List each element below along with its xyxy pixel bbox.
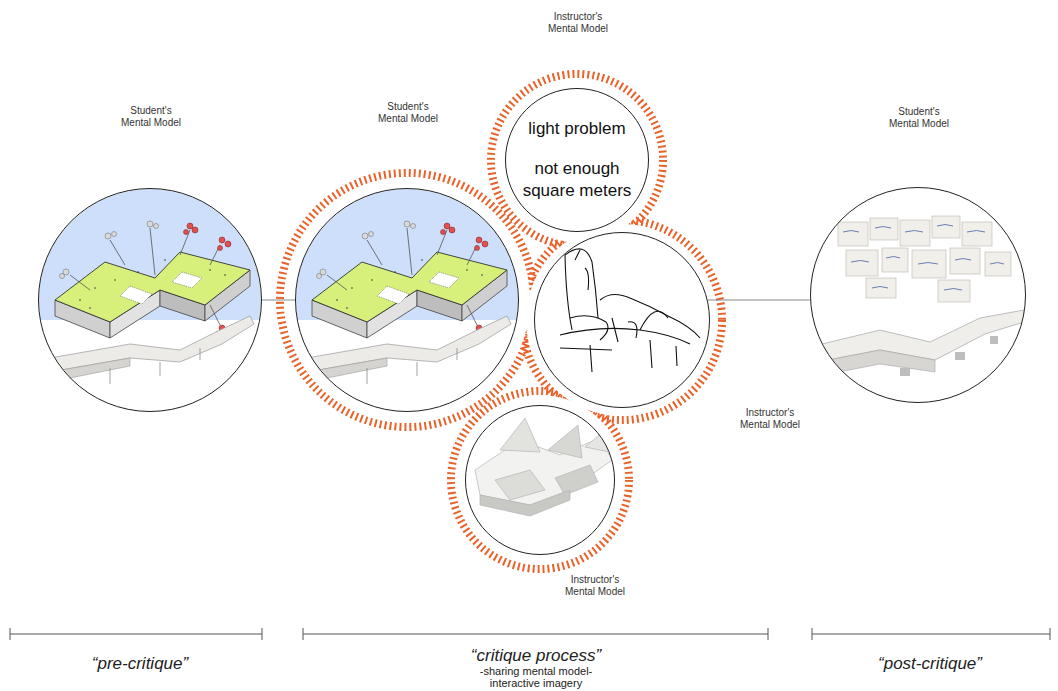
critique-note: not enough square meters	[521, 158, 633, 202]
phase-connector	[708, 299, 810, 300]
instructor-model-circle: Instructor's Mental Modellight problemno…	[505, 88, 649, 232]
phase-label: “pre-critique”	[0, 654, 290, 674]
student-model-circle: Student's Mental Model	[810, 187, 1026, 403]
student-model-circle: Student's Mental Model	[295, 188, 519, 412]
phase-subtitle: interactive imagery	[386, 677, 686, 689]
student-model-circle: Student's Mental Model	[38, 188, 262, 412]
model-heading: Instructor's Mental Model	[561, 574, 629, 598]
phase-connector	[262, 299, 295, 300]
model-heading: Instructor's Mental Model	[544, 11, 612, 35]
model-heading: Student's Mental Model	[885, 106, 953, 130]
model-heading: Student's Mental Model	[117, 105, 185, 129]
instructor-model-circle: Instructor's Mental Model	[465, 405, 615, 555]
phase-label: “post-critique”	[780, 654, 1058, 674]
phase-label: “critique process”	[386, 646, 686, 666]
model-heading: Student's Mental Model	[374, 101, 442, 125]
timeline-bar	[10, 628, 1050, 640]
shared-outline	[280, 74, 722, 569]
critique-note: light problem	[521, 118, 633, 140]
instructor-model-circle: Instructor's Mental Model	[534, 232, 710, 408]
phase-subtitle: -sharing mental model-	[386, 665, 686, 677]
model-heading: Instructor's Mental Model	[736, 407, 804, 431]
